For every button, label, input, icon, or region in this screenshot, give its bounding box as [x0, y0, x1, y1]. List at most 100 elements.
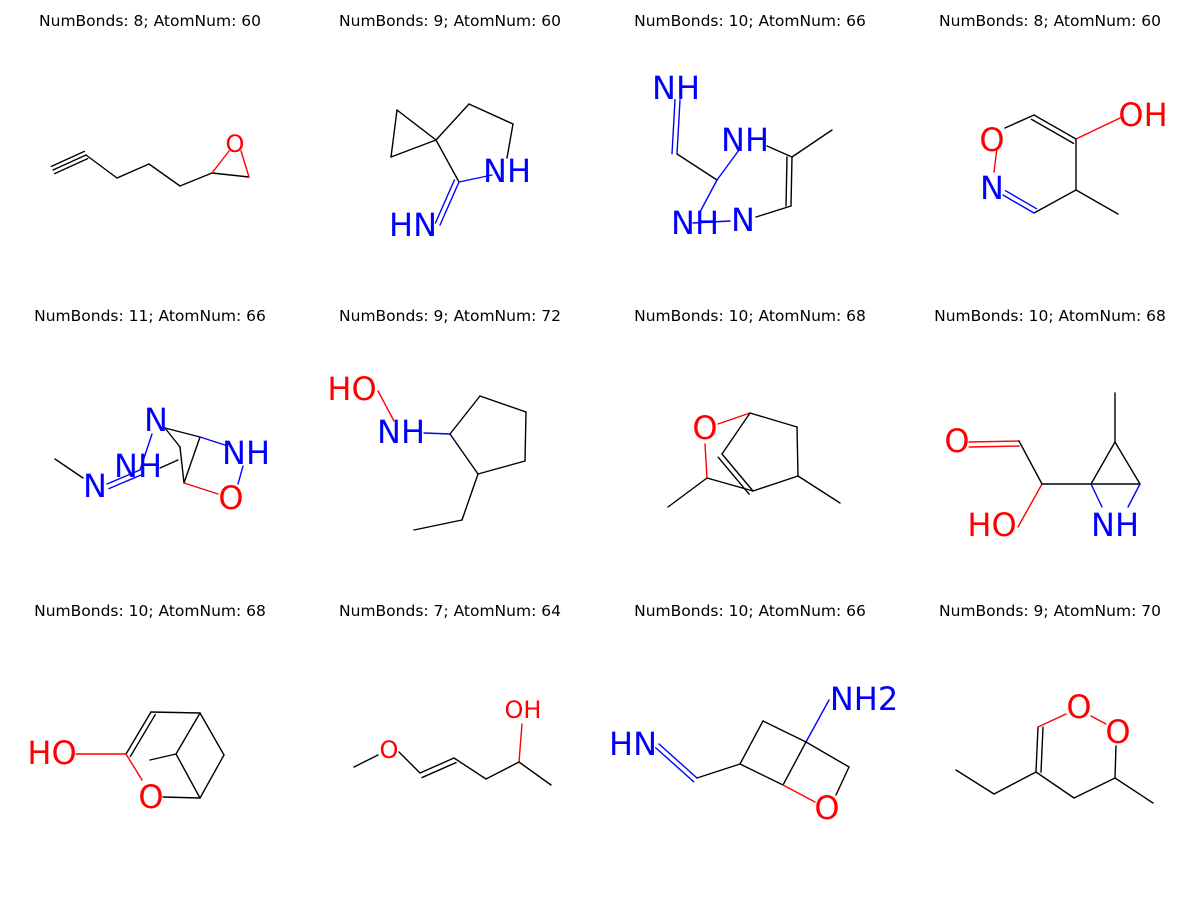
bond-line — [1114, 777, 1154, 804]
bond-line — [199, 712, 225, 756]
bond-line — [739, 720, 764, 765]
molecule-structure: HO O — [27, 711, 225, 816]
molecule-structure: OHO — [353, 696, 552, 786]
atom-label: NH — [671, 204, 719, 242]
bond-line — [461, 473, 479, 521]
atom-label: NH — [114, 447, 162, 485]
bond-line — [421, 761, 457, 779]
bond-line — [782, 741, 807, 786]
bond-line — [398, 751, 421, 774]
bond-line — [755, 205, 792, 218]
molecule-caption: NumBonds: 8; AtomNum: 60 — [939, 12, 1161, 30]
bond-line — [749, 412, 798, 428]
bond-line — [164, 427, 201, 438]
bond-line — [211, 150, 230, 174]
bond-line — [1127, 483, 1141, 508]
bond-line — [52, 154, 87, 171]
bond-line — [353, 754, 379, 768]
bond-line — [108, 473, 143, 490]
bond-line — [53, 157, 89, 175]
bond-line — [435, 103, 470, 141]
bond-line — [179, 446, 185, 484]
bond-line — [721, 412, 751, 455]
atom-label: N — [980, 169, 1004, 207]
bond-line — [434, 179, 456, 224]
bond-line — [968, 440, 1020, 443]
bond-line — [766, 145, 793, 158]
bond-line — [139, 433, 153, 471]
bond-line — [968, 445, 1020, 448]
atom-label: O — [692, 409, 717, 447]
bond-line — [796, 426, 799, 477]
bond-line — [125, 711, 152, 755]
bond-line — [654, 747, 695, 783]
bond-line — [237, 465, 244, 485]
bond-line — [835, 766, 850, 796]
molecule-caption: NumBonds: 8; AtomNum: 60 — [39, 12, 261, 30]
atom-label: HO — [27, 734, 76, 772]
atom-label: NH — [222, 434, 270, 472]
bond-line — [106, 469, 141, 485]
bond-line — [150, 711, 201, 714]
bond-line — [667, 477, 708, 508]
bond-line — [183, 482, 219, 495]
bond-line — [148, 163, 181, 187]
bond-line — [477, 460, 526, 475]
bond-line — [162, 796, 201, 799]
atom-label: NH2 — [830, 680, 898, 718]
bond-line — [396, 109, 437, 141]
bond-line — [164, 427, 181, 448]
bond-line — [1114, 441, 1141, 485]
molecule-structure: O — [667, 409, 841, 508]
bond-line — [453, 757, 487, 780]
molecule-caption: NumBonds: 9; AtomNum: 72 — [339, 307, 561, 325]
bond-line — [54, 458, 84, 479]
bond-line — [805, 741, 850, 768]
bond-line — [658, 743, 698, 779]
bond-line — [676, 99, 681, 155]
bond-line — [211, 172, 250, 178]
molecule-structure: O — [50, 130, 250, 187]
bond-line — [671, 99, 676, 155]
molecule-caption: NumBonds: 10; AtomNum: 68 — [634, 307, 866, 325]
bond-line — [752, 475, 799, 492]
bond-line — [993, 147, 998, 173]
bond-line — [85, 154, 118, 179]
bond-line — [797, 475, 841, 504]
bond-line — [175, 712, 201, 755]
atom-label: O — [1105, 713, 1130, 751]
bond-line — [1018, 440, 1043, 485]
atom-label: NH — [652, 69, 700, 107]
atom-label: O — [138, 778, 163, 816]
molecule-caption: NumBonds: 9; AtomNum: 60 — [339, 12, 561, 30]
bond-line — [506, 123, 514, 159]
bond-line — [699, 179, 718, 213]
bond-line — [183, 436, 201, 484]
bond-line — [116, 163, 150, 179]
atom-label: O — [226, 130, 245, 158]
atom-label: NH — [377, 413, 425, 451]
bond-line — [524, 411, 527, 462]
molecule-structure: OO — [955, 688, 1154, 804]
bond-line — [449, 395, 481, 435]
bond-line — [782, 784, 816, 803]
bond-line — [439, 181, 460, 226]
bond-line — [1073, 777, 1116, 799]
bond-line — [955, 769, 995, 795]
bond-line — [199, 754, 225, 799]
atom-label: HN — [389, 206, 437, 244]
bond-line — [791, 129, 833, 158]
bond-line — [1037, 713, 1067, 728]
bond-line — [518, 723, 523, 763]
molecule-caption: NumBonds: 11; AtomNum: 66 — [34, 307, 266, 325]
bond-line — [1090, 483, 1103, 508]
bond-line — [805, 699, 830, 743]
bond-line — [762, 720, 807, 743]
